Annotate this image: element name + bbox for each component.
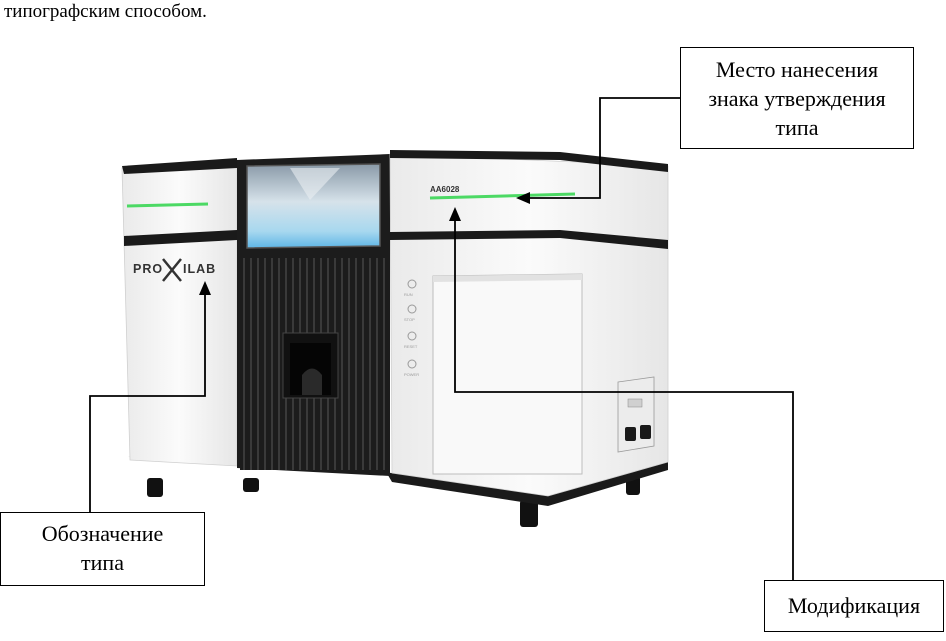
proxilab-logo: PRO ILAB bbox=[133, 258, 216, 282]
callout-modification-line1: Модификация bbox=[787, 593, 921, 618]
callout-type-designation: Обозначение типа bbox=[0, 512, 205, 586]
device-base bbox=[128, 456, 668, 506]
rear-panel bbox=[617, 376, 655, 453]
callout-approval-mark-line1: Место нанесения bbox=[715, 57, 879, 82]
svg-text:PRO: PRO bbox=[133, 262, 163, 276]
leader-lines bbox=[89, 97, 794, 580]
arrow-modification bbox=[449, 207, 461, 221]
left-accent-stripe bbox=[126, 202, 209, 208]
svg-text:POWER: POWER bbox=[404, 372, 419, 377]
callout-approval-mark-line3: типа bbox=[775, 115, 819, 140]
svg-text:ILAB: ILAB bbox=[183, 262, 216, 276]
callout-type-designation-line1: Обозначение bbox=[41, 521, 164, 546]
svg-text:RUN: RUN bbox=[404, 292, 413, 297]
callout-modification: Модификация bbox=[764, 580, 944, 632]
arrowheads bbox=[199, 192, 530, 295]
arrow-approval-mark bbox=[516, 192, 530, 204]
svg-text:RESET: RESET bbox=[404, 344, 418, 349]
sample-window bbox=[246, 163, 381, 249]
right-accent-stripe bbox=[429, 192, 576, 200]
callout-type-designation-line2: типа bbox=[81, 550, 124, 575]
device-feet bbox=[147, 476, 640, 527]
model-label: AA6028 bbox=[430, 185, 460, 194]
callout-approval-mark-line2: знака утверждения bbox=[708, 86, 886, 111]
callout-approval-mark: Место нанесения знака утверждения типа bbox=[680, 47, 914, 149]
device-control-buttons: RUN STOP RESET POWER bbox=[404, 279, 419, 377]
arrow-type-designation bbox=[199, 281, 211, 295]
top-text-fragment: типографским способом. bbox=[4, 1, 207, 22]
svg-text:STOP: STOP bbox=[404, 317, 415, 322]
front-door bbox=[432, 273, 583, 475]
